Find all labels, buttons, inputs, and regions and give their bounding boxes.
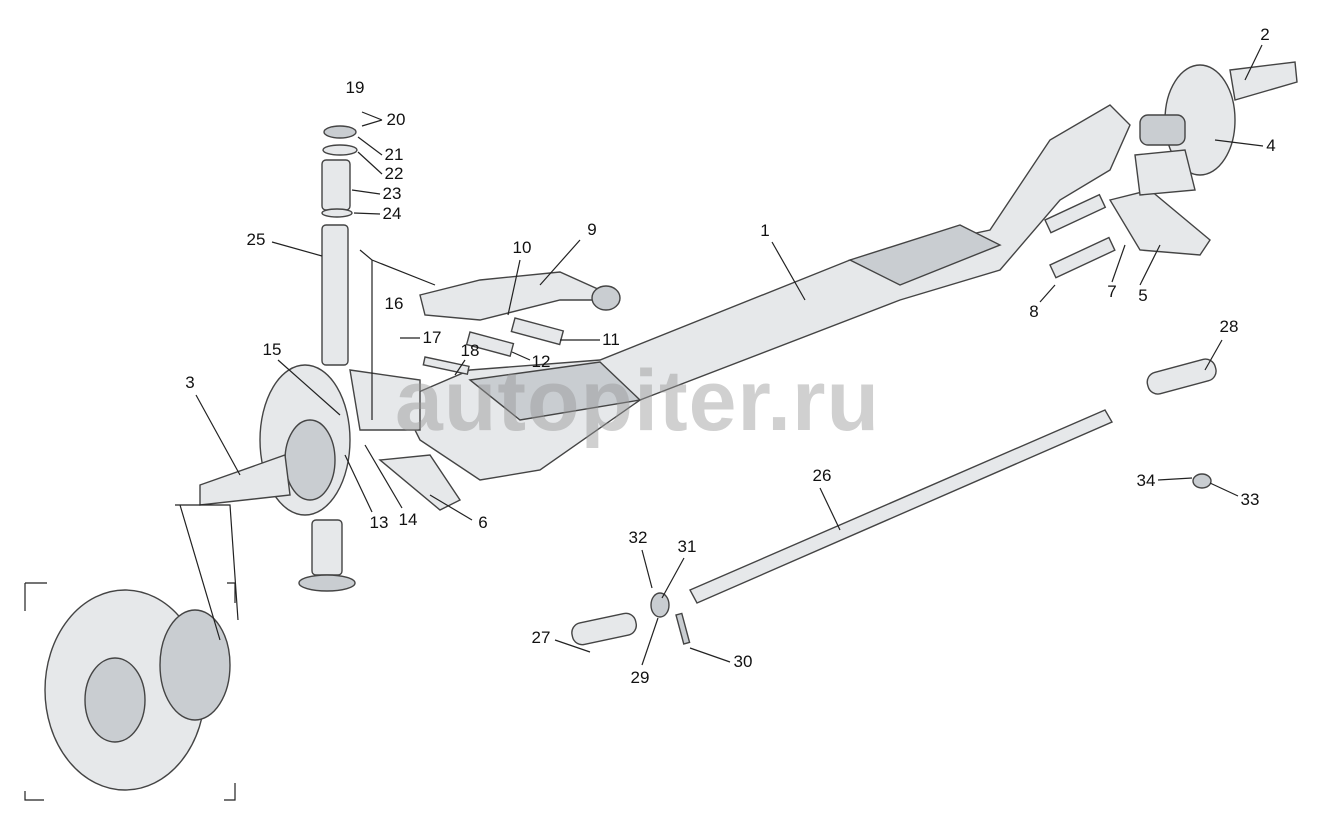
hub-frame — [24, 582, 236, 801]
callout-14: 14 — [398, 510, 418, 529]
callout-26: 26 — [812, 466, 832, 485]
callout-3: 3 — [185, 373, 195, 392]
callout-32: 32 — [628, 528, 648, 547]
bolt-11 — [510, 317, 565, 346]
seal-22 — [322, 144, 358, 156]
callout-4: 4 — [1266, 136, 1276, 155]
callout-28: 28 — [1219, 317, 1239, 336]
knuckle-arm-left — [349, 369, 421, 431]
steering-arm-9 — [419, 271, 618, 321]
ring-24 — [321, 208, 353, 218]
callout-21: 21 — [384, 145, 404, 164]
steering-knuckle-bracket-right — [1134, 149, 1196, 196]
bolt-12 — [465, 331, 515, 358]
kingpin-25 — [321, 224, 349, 366]
bushing-23 — [321, 159, 351, 211]
tie-rod-end-28 — [1146, 358, 1217, 395]
lower-cap — [298, 574, 356, 592]
callout-24: 24 — [382, 204, 402, 223]
callout-31: 31 — [677, 537, 697, 556]
pin-18 — [422, 356, 470, 376]
bolt-7 — [1044, 193, 1107, 234]
callout-2: 2 — [1260, 25, 1270, 44]
callout-18: 18 — [460, 341, 480, 360]
lower-bushing — [311, 519, 343, 576]
callout-33: 33 — [1240, 490, 1260, 509]
watermark: autopiter.ru — [395, 353, 881, 449]
bolt-8 — [1049, 236, 1116, 279]
callout-22: 22 — [384, 164, 404, 183]
clamp-29 — [650, 592, 670, 618]
spindle-left — [199, 454, 291, 506]
spindle-right — [1229, 61, 1298, 101]
tie-rod-end-27 — [571, 612, 637, 646]
callout-12: 12 — [531, 352, 551, 371]
callout-29: 29 — [630, 668, 650, 687]
callout-7: 7 — [1107, 282, 1117, 301]
steering-arm-6 — [378, 454, 462, 511]
callout-8: 8 — [1029, 302, 1039, 321]
callout-30: 30 — [733, 652, 753, 671]
callout-13: 13 — [369, 513, 389, 532]
callout-16: 16 — [384, 294, 404, 313]
hub-center — [84, 657, 146, 743]
callout-9: 9 — [587, 220, 597, 239]
tie-rod-26 — [689, 409, 1114, 604]
nut-33 — [1192, 473, 1212, 489]
bolt-30 — [675, 612, 691, 645]
hub-flange-left — [284, 419, 336, 501]
callout-17: 17 — [422, 328, 442, 347]
steering-arm-ball — [591, 285, 621, 311]
axle-pad-left — [468, 361, 642, 421]
callout-5: 5 — [1138, 286, 1148, 305]
callout-10: 10 — [512, 238, 532, 257]
callout-25: 25 — [246, 230, 266, 249]
callout-15: 15 — [262, 340, 282, 359]
axle-pad-right — [848, 224, 1002, 286]
callout-20: 20 — [386, 110, 406, 129]
callout-11: 11 — [602, 330, 620, 349]
callout-1: 1 — [760, 221, 770, 240]
callout-27: 27 — [531, 628, 551, 647]
leader-lines — [175, 44, 1264, 666]
callout-34: 34 — [1136, 471, 1156, 490]
callout-6: 6 — [478, 513, 488, 532]
callout-19: 19 — [345, 78, 365, 97]
kingpin-bushing-right — [1139, 114, 1186, 146]
hub-drum — [159, 609, 231, 721]
cap-21 — [323, 125, 357, 139]
callout-23: 23 — [382, 184, 402, 203]
